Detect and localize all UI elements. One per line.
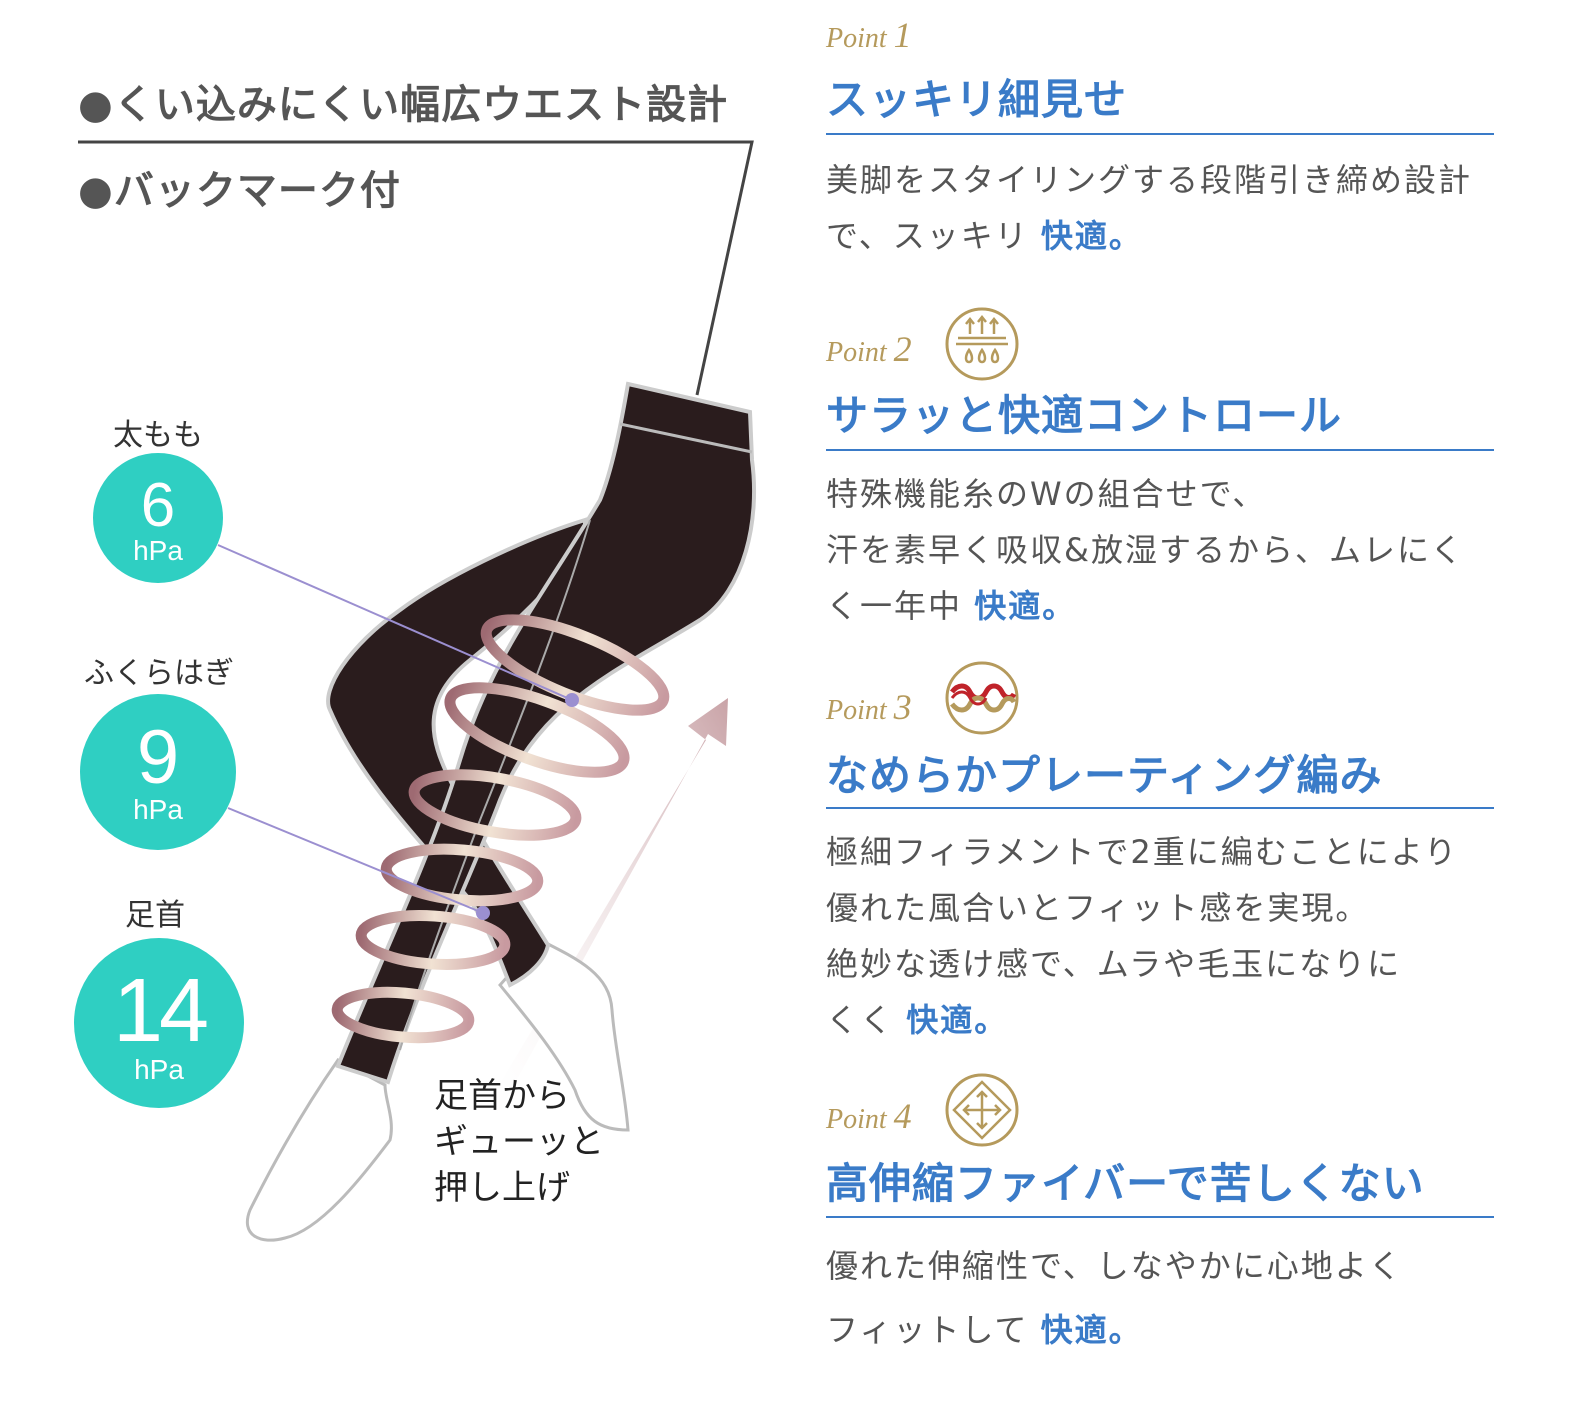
point-4-rule [826, 1216, 1494, 1218]
thigh-pressure-badge: 6 hPa [93, 453, 223, 583]
feature-text: くい込みにくい幅広ウエスト設計 [113, 82, 729, 128]
point-3-title: なめらかプレーティング編み [826, 751, 1383, 800]
stretch-fiber-icon [945, 1073, 1019, 1147]
body-line: 特殊機能糸のWの組合せで、 [826, 475, 1267, 513]
ankle-pressure-badge: 14 hPa [74, 938, 244, 1108]
calf-pressure-badge: 9 hPa [80, 694, 236, 850]
ring-5 [355, 910, 511, 970]
comfort-highlight: 快適。 [1040, 1311, 1143, 1349]
moisture-control-icon [945, 307, 1019, 381]
leg-seam [399, 519, 591, 1051]
point-word: Point [826, 695, 887, 726]
point-2-body: 特殊機能糸のWの組合せで、 汗を素早く吸収&放湿するから、ムレにく く一年中 快… [826, 466, 1546, 634]
body-line-with-highlight: くく 快適。 [826, 992, 1546, 1048]
leggings-illustration [78, 140, 756, 1242]
point-4-label: Point 4 [826, 1095, 912, 1137]
pressure-value: 14 [112, 961, 209, 1061]
pressure-unit: hPa [133, 794, 183, 825]
point-2-label: Point 2 [826, 328, 912, 370]
pressure-unit: hPa [133, 535, 183, 566]
arrow-caption-line: 足首から [434, 1076, 570, 1116]
point-2-title: サラッと快適コントロール [826, 391, 1343, 440]
feature-back-mark: ●バックマーク付 [78, 158, 401, 216]
pressure-value: 6 [140, 471, 176, 540]
point-1-title: スッキリ細見せ [826, 75, 1128, 124]
ring-3 [408, 769, 582, 841]
back-foot [498, 938, 630, 1132]
body-text: く一年中 [826, 587, 975, 625]
point-1-rule [826, 133, 1494, 135]
point-number: 3 [893, 687, 912, 727]
ring-2 [444, 682, 630, 778]
pressure-value: 9 [136, 715, 180, 800]
front-foot [246, 1058, 393, 1242]
body-line: 汗を素早く吸収&放湿するから、ムレにく [826, 531, 1465, 569]
body-line: 美脚をスタイリングする段階引き締め設計 [826, 161, 1473, 199]
point-1-body: 美脚をスタイリングする段階引き締め設計 で、スッキリ 快適。 [826, 152, 1526, 264]
point-number: 2 [893, 329, 912, 369]
body-line-with-highlight: フィットして 快適。 [826, 1298, 1546, 1362]
feature-wide-waist: ●くい込みにくい幅広ウエスト設計 [78, 72, 728, 130]
body-text: フィットして [826, 1311, 1041, 1349]
point-3-label: Point 3 [826, 686, 912, 728]
body-line: 極細フィラメントで2重に編むことにより [826, 833, 1459, 871]
arrow-caption-line: ギューッと [434, 1122, 604, 1162]
feature-bullet: ● [78, 168, 114, 214]
waist-leader-line [78, 140, 754, 396]
arrow-caption: 足首から ギューッと 押し上げ [434, 1073, 604, 1211]
point-1-label: Point 1 [826, 14, 912, 56]
comfort-highlight: 快適。 [906, 1001, 1009, 1039]
compression-rings [331, 614, 670, 1044]
body-line-with-highlight: く一年中 快適。 [826, 578, 1546, 634]
point-word: Point [826, 23, 887, 54]
ring-6 [331, 986, 475, 1044]
pressure-unit: hPa [134, 1054, 184, 1085]
comfort-highlight: 快適。 [974, 587, 1077, 625]
body-line-with-highlight: で、スッキリ 快適。 [826, 208, 1526, 264]
thigh-pointer-line [217, 544, 573, 701]
thigh-label: 太もも [113, 418, 203, 453]
point-3-body: 極細フィラメントで2重に編むことにより 優れた風合いとフィット感を実現。 絶妙な… [826, 824, 1546, 1048]
point-4-body: 優れた伸縮性で、しなやかに心地よく フィットして 快適。 [826, 1234, 1546, 1362]
point-word: Point [826, 337, 887, 368]
point-number: 4 [893, 1096, 912, 1136]
body-line: 優れた風合いとフィット感を実現。 [826, 889, 1370, 927]
point-2-rule [826, 449, 1494, 451]
ring-4 [380, 843, 544, 907]
body-text: で、スッキリ [826, 217, 1041, 255]
waistband-line [619, 422, 753, 454]
body-line: 優れた伸縮性で、しなやかに心地よく [826, 1247, 1403, 1285]
calf-pointer-line [227, 807, 484, 914]
calf-pointer-dot [476, 906, 490, 920]
ankle-label: 足首 [125, 898, 185, 933]
body-line: 絶妙な透け感で、ムラや毛玉になりに [826, 945, 1402, 983]
feature-text: バックマーク付 [113, 168, 401, 214]
back-leg [326, 517, 587, 988]
arrow-caption-line: 押し上げ [434, 1168, 570, 1208]
thigh-pointer-dot [565, 693, 579, 707]
point-number: 1 [893, 15, 912, 55]
body-text: くく [826, 1001, 907, 1039]
feature-bullet: ● [78, 82, 114, 128]
comfort-highlight: 快適。 [1040, 217, 1143, 255]
calf-label: ふくらはぎ [84, 656, 234, 691]
plating-knit-icon [945, 661, 1019, 735]
ring-1 [480, 614, 670, 716]
front-leg [335, 381, 756, 1085]
point-3-rule [826, 807, 1494, 809]
point-word: Point [826, 1104, 887, 1135]
point-4-title: 高伸縮ファイバーで苦しくない [826, 1159, 1425, 1208]
